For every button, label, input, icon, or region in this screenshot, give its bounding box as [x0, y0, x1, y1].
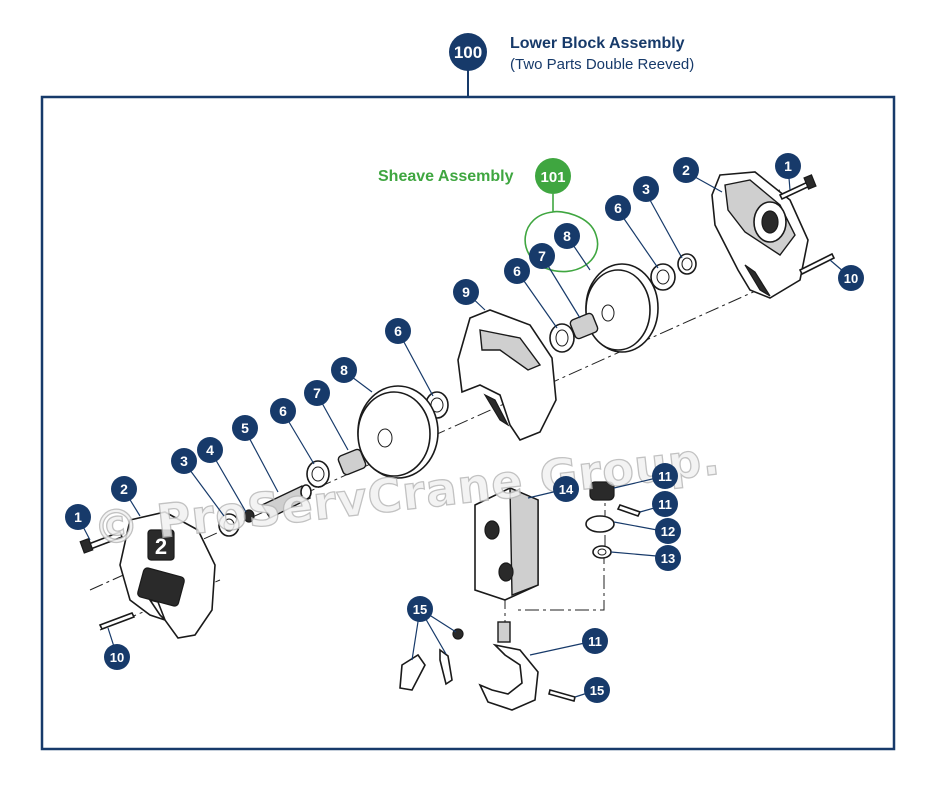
center-plate — [457, 309, 557, 441]
hook-washer — [592, 545, 612, 559]
spacer-right-upper — [650, 263, 676, 291]
pin-right — [798, 252, 836, 276]
callout-badge: 10 — [104, 644, 130, 670]
callout-badge: 5 — [232, 415, 258, 441]
hook-nut — [589, 481, 615, 501]
callout-badge: 6 — [385, 318, 411, 344]
svg-text:11: 11 — [658, 469, 672, 484]
svg-text:2: 2 — [120, 481, 128, 497]
hook-collar — [585, 515, 615, 533]
svg-text:9: 9 — [462, 284, 470, 300]
sheave-assembly-bracket — [524, 194, 599, 273]
svg-text:8: 8 — [340, 362, 348, 378]
spacer-left — [306, 460, 330, 488]
svg-text:6: 6 — [513, 263, 521, 279]
svg-text:7: 7 — [313, 385, 321, 401]
callout-badge: 6 — [270, 398, 296, 424]
axle — [260, 484, 312, 519]
callout-badge: 11 — [582, 628, 608, 654]
header-badge: 100 — [449, 33, 487, 71]
svg-text:3: 3 — [180, 453, 188, 469]
svg-text:6: 6 — [279, 403, 287, 419]
callout-badge: 3 — [633, 176, 659, 202]
hook-yoke — [474, 486, 539, 601]
side-plate-left: 2 — [119, 511, 216, 639]
callout-badge: 10 — [838, 265, 864, 291]
hook-latch — [399, 628, 464, 691]
callout-badge: 15 — [584, 677, 610, 703]
svg-text:5: 5 — [241, 420, 249, 436]
sheave-left — [357, 385, 439, 479]
header-title: Lower Block Assembly — [510, 35, 685, 52]
callout-badge: 11 — [652, 491, 678, 517]
svg-text:3: 3 — [642, 181, 650, 197]
callout-badge: 13 — [655, 545, 681, 571]
callout-badge: 4 — [197, 437, 223, 463]
callout-badge: 6 — [605, 195, 631, 221]
svg-text:15: 15 — [590, 683, 604, 698]
bearing-left — [337, 448, 367, 476]
callout-badge: 6 — [504, 258, 530, 284]
svg-text:100: 100 — [454, 43, 482, 62]
side-plate-right — [711, 171, 809, 299]
callout-badge: 1 — [65, 504, 91, 530]
svg-text:7: 7 — [538, 248, 546, 264]
svg-text:1: 1 — [74, 509, 82, 525]
svg-text:101: 101 — [540, 169, 565, 186]
callout-badge: 14 — [553, 476, 579, 502]
svg-text:10: 10 — [844, 271, 858, 286]
pin-left — [98, 611, 136, 631]
sheave-assembly-badge: 101 — [535, 158, 571, 194]
bolt-left — [79, 530, 124, 554]
svg-text:10: 10 — [110, 650, 124, 665]
callout-badge: 2 — [111, 476, 137, 502]
nut — [243, 509, 255, 523]
svg-text:11: 11 — [588, 634, 602, 649]
cotter-pin — [616, 504, 642, 517]
callout-badge: 8 — [331, 357, 357, 383]
header-subtitle: (Two Parts Double Reeved) — [510, 56, 694, 73]
callout-badge: 11 — [652, 463, 678, 489]
callout-badge: 12 — [655, 518, 681, 544]
callout-badge-list: 1 2 3 6 10 8 7 6 9 6 8 7 6 5 4 3 2 1 10 … — [65, 153, 864, 703]
svg-text:2: 2 — [682, 162, 690, 178]
callout-badge: 3 — [171, 448, 197, 474]
callout-badge: 7 — [529, 243, 555, 269]
callout-badge: 7 — [304, 380, 330, 406]
spacer-mid-right — [549, 323, 575, 353]
callout-badge: 1 — [775, 153, 801, 179]
svg-text:8: 8 — [563, 228, 571, 244]
washer-right — [677, 253, 697, 275]
svg-text:12: 12 — [661, 524, 675, 539]
sheave-right — [585, 263, 659, 353]
svg-text:6: 6 — [394, 323, 402, 339]
bolt-right — [778, 174, 817, 201]
washer-left — [218, 513, 240, 537]
svg-text:11: 11 — [658, 497, 672, 512]
svg-text:15: 15 — [413, 602, 427, 617]
callout-badge: 15 — [407, 596, 433, 622]
callout-badge: 9 — [453, 279, 479, 305]
callout-badge: 8 — [554, 223, 580, 249]
svg-text:6: 6 — [614, 200, 622, 216]
svg-text:1: 1 — [784, 158, 792, 174]
latch-screw — [548, 689, 576, 702]
sheave-assembly-label: Sheave Assembly — [378, 168, 514, 185]
svg-text:14: 14 — [559, 482, 574, 497]
hook — [478, 621, 539, 711]
svg-text:2: 2 — [155, 534, 167, 559]
svg-text:13: 13 — [661, 551, 675, 566]
svg-text:4: 4 — [206, 442, 214, 458]
callout-badge: 2 — [673, 157, 699, 183]
